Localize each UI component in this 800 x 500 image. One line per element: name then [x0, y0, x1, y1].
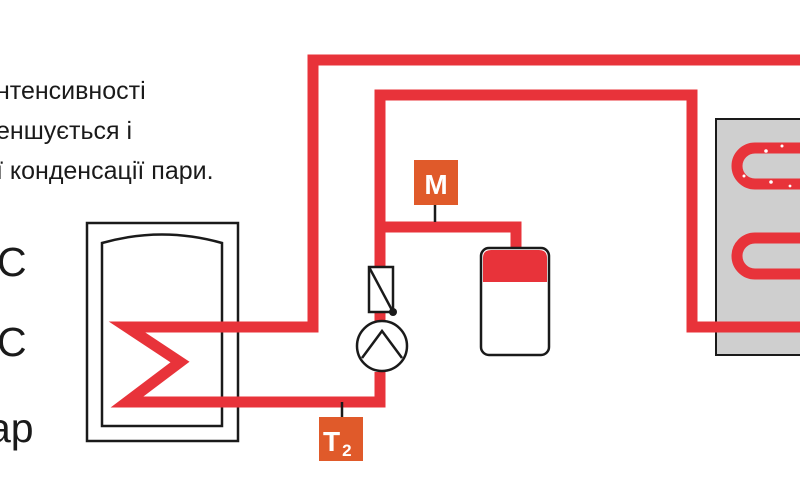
sensor-label: T	[323, 426, 340, 457]
valve	[367, 265, 397, 316]
svg-text:T2: T2	[323, 426, 352, 460]
expansion-tank	[479, 246, 551, 357]
tank-coil-pipe	[108, 321, 238, 408]
manometer-label: M	[424, 169, 447, 200]
sensor-subscript: 2	[342, 441, 351, 460]
row-label-3: ар	[0, 405, 34, 451]
return-pipe	[238, 372, 386, 408]
floor-coils	[731, 142, 800, 280]
circulation-pump	[355, 319, 409, 373]
floor-coil-lower	[731, 232, 800, 280]
pipe-network	[108, 54, 800, 408]
text-line-3: ї конденсації пари.	[0, 157, 214, 185]
row-label-1: С	[0, 239, 27, 285]
text-line-1: нтенсивності	[0, 77, 146, 105]
floor-coil-upper	[731, 142, 800, 190]
outer-supply-pipe	[238, 54, 800, 333]
coil-bubbles	[742, 144, 792, 188]
row-label-2: С	[0, 319, 27, 365]
expansion-branch-pipe	[380, 221, 522, 248]
inner-loop-pipe	[374, 89, 800, 333]
text-line-2: еншується і	[0, 117, 133, 145]
manometer-badge: M	[414, 160, 458, 222]
